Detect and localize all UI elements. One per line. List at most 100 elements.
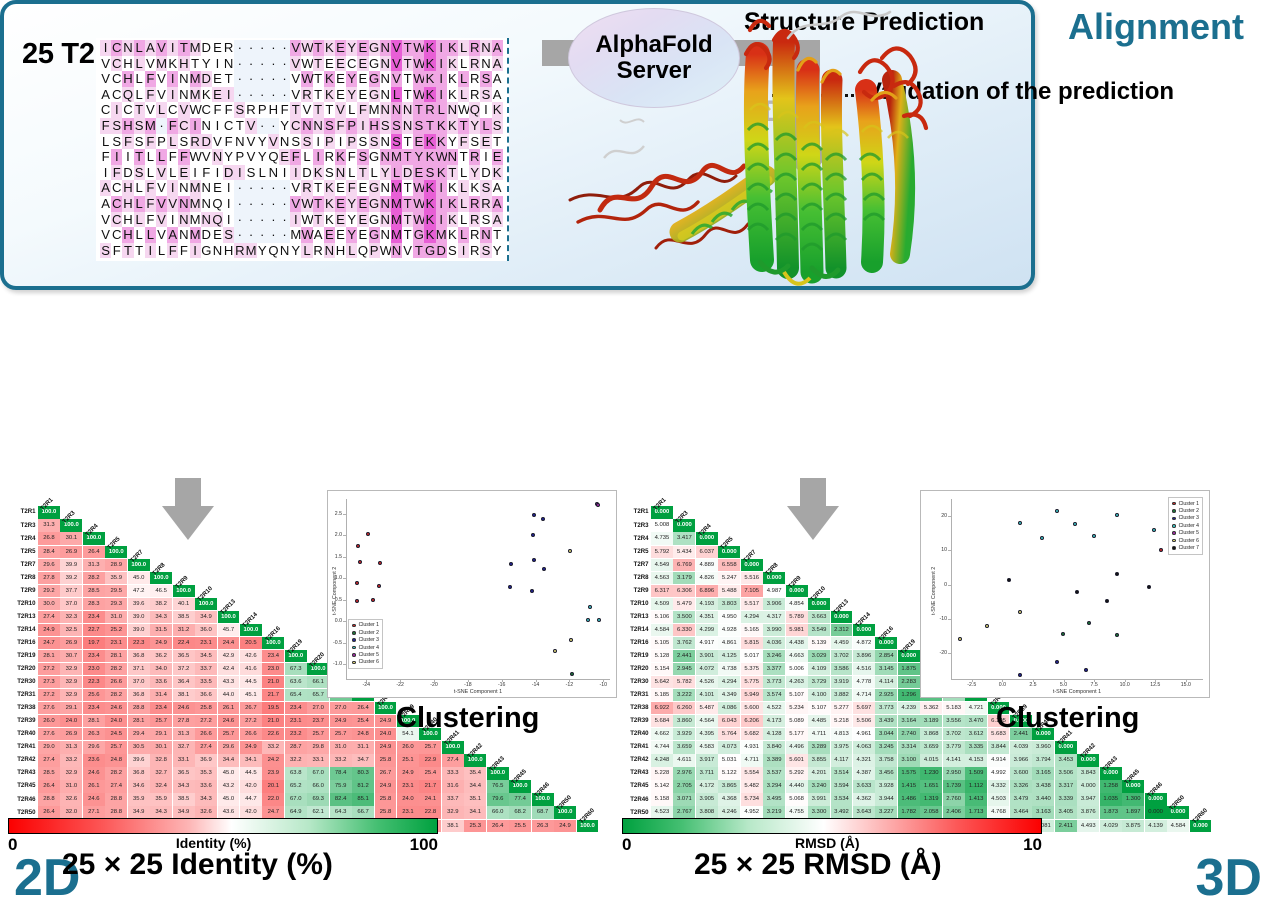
heatmap-cell: 23.7 <box>307 715 330 728</box>
plot-area <box>346 499 610 679</box>
heatmap-cell: 28.7 <box>284 741 307 754</box>
legend-label: Cluster 2 <box>358 629 379 636</box>
legend-label: Cluster 6 <box>358 659 379 666</box>
heatmap-cell: 4.714 <box>852 689 875 702</box>
legend-swatch <box>352 653 356 657</box>
x-tick-label: -22 <box>396 682 404 688</box>
heatmap-cell: 42.0 <box>239 780 262 793</box>
heatmap-cell: 4.015 <box>920 754 943 767</box>
heatmap-cell: 37.2 <box>172 662 195 676</box>
heatmap-cell: 100.0 <box>397 715 419 728</box>
heatmap-row-label: T2R16 <box>17 638 36 646</box>
heatmap-cell: 4.321 <box>852 754 875 767</box>
connector-bar-to-rmsd <box>800 478 826 508</box>
heatmap-cell: 3.773 <box>763 675 786 689</box>
heatmap-cell: 38.1 <box>172 689 195 702</box>
heatmap-cell: 3.643 <box>852 806 875 819</box>
heatmap-cell: 5.107 <box>808 702 830 715</box>
heatmap-cell: 23.2 <box>284 728 307 741</box>
heatmap-cell: 44.7 <box>239 793 262 806</box>
x-tick <box>1063 679 1065 682</box>
data-point <box>1115 571 1120 576</box>
heatmap-cell: 3.659 <box>673 741 696 754</box>
data-point <box>357 559 362 564</box>
heatmap-cell: 4.239 <box>897 702 920 715</box>
legend-item: Cluster 1 <box>1172 500 1199 507</box>
heatmap-cell: 1.897 <box>1122 806 1145 819</box>
heatmap-cell: 32.7 <box>150 767 173 780</box>
heatmap-cell: 30.1 <box>150 741 173 754</box>
heatmap-cell: 3.794 <box>1032 754 1055 767</box>
data-point <box>595 502 600 507</box>
heatmap-cell: 23.1 <box>397 780 419 793</box>
heatmap-row-label: T2R8 <box>633 573 649 581</box>
heatmap-cell: 6.330 <box>673 623 696 637</box>
heatmap-cell: 4.395 <box>695 728 718 741</box>
heatmap-cell: 3.990 <box>763 623 786 637</box>
heatmap-cell: 100.0 <box>127 558 150 571</box>
heatmap-cell: 31.6 <box>441 780 464 793</box>
heatmap-cell: 3.294 <box>763 780 786 793</box>
heatmap-row-label: T2R19 <box>17 651 36 659</box>
heatmap-row-label: T2R41 <box>17 743 36 751</box>
heatmap-cell: 3.165 <box>1032 767 1055 780</box>
heatmap-cell: 25.4 <box>419 767 442 780</box>
heatmap-row-label: T2R50 <box>630 808 649 816</box>
heatmap-cell: 26.7 <box>239 702 262 715</box>
heatmap-cell: 41.6 <box>239 662 262 676</box>
heatmap-cell: 2.976 <box>673 767 696 780</box>
heatmap-cell: 4.459 <box>830 636 853 650</box>
heatmap-cell: 25.7 <box>307 728 330 741</box>
heatmap-cell: 31.5 <box>150 623 173 637</box>
y-tick-label: 1.0 <box>334 575 342 582</box>
heatmap-cell: 20.5 <box>239 636 262 650</box>
heatmap-cell: 44.0 <box>217 689 240 702</box>
heatmap-cell: 3.300 <box>808 806 830 819</box>
legend-label: Cluster 1 <box>1178 500 1199 507</box>
heatmap-cell: 3.906 <box>763 597 786 610</box>
heatmap-cell: 23.0 <box>262 662 285 676</box>
heatmap-cell: 24.9 <box>374 741 397 754</box>
heatmap-cell: 5.949 <box>740 689 763 702</box>
heatmap-cell: 5.142 <box>651 780 673 793</box>
heatmap-cell: 30.5 <box>127 741 150 754</box>
heatmap-cell: 45.0 <box>217 767 240 780</box>
legend-item: Cluster 4 <box>1172 522 1199 529</box>
heatmap-cell: 5.107 <box>785 689 808 702</box>
heatmap-cell: 3.029 <box>808 649 830 663</box>
heatmap-cell: 37.0 <box>60 597 83 610</box>
heatmap-cell: 100.0 <box>195 597 217 610</box>
heatmap-cell: 3.574 <box>763 689 786 702</box>
heatmap-cell: 5.517 <box>740 597 763 610</box>
data-point <box>569 638 574 643</box>
heatmap-row-label: T2R46 <box>630 795 649 803</box>
heatmap-cell: 5.516 <box>740 571 763 584</box>
heatmap-cell: 5.479 <box>673 597 696 610</box>
heatmap-cell: 33.6 <box>150 675 173 689</box>
heatmap-row-label: T2R40 <box>17 730 36 738</box>
heatmap-cell: 24.9 <box>38 623 60 637</box>
heatmap-cell: 26.4 <box>38 780 60 793</box>
heatmap-cell: 32.8 <box>150 754 173 767</box>
data-point <box>1084 667 1089 672</box>
heatmap-cell: 24.9 <box>239 741 262 754</box>
heatmap-cell: 4.072 <box>695 662 718 676</box>
data-point <box>1091 534 1096 539</box>
heatmap-cell: 26.8 <box>38 532 60 545</box>
y-tick-label: 2.0 <box>334 532 342 539</box>
heatmap-cell: 37.0 <box>127 675 150 689</box>
heatmap-cell: 33.1 <box>307 754 330 767</box>
heatmap-cell: 3.928 <box>875 780 898 793</box>
heatmap-cell: 3.439 <box>875 715 898 728</box>
